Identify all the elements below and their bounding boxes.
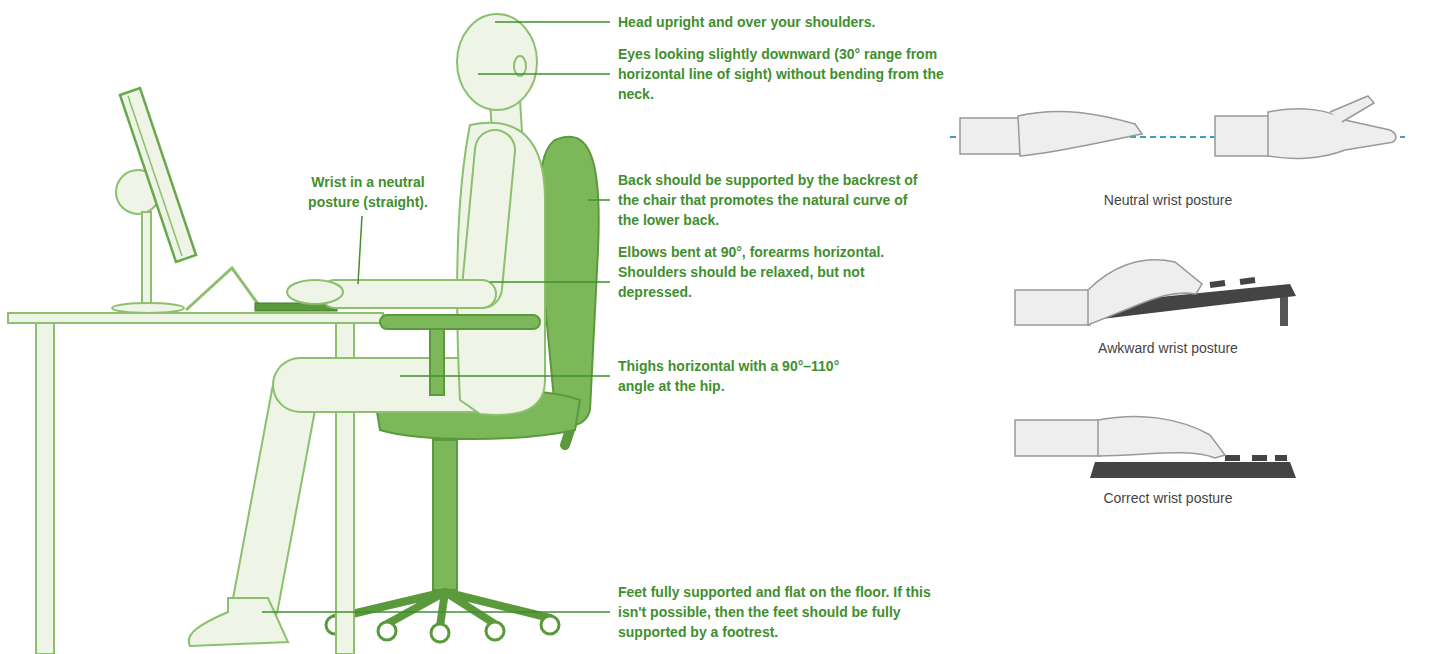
chair-base [335, 592, 550, 626]
hand-side [1018, 111, 1142, 156]
chair-backrest [539, 137, 598, 425]
person-upper-arm [482, 150, 495, 288]
posture-note: Eyes looking slightly downward (30° rang… [618, 44, 948, 104]
hand-straight [1098, 416, 1225, 458]
hand-top [1268, 109, 1396, 159]
forearm [960, 118, 1020, 154]
monitor-edge [128, 96, 182, 256]
wrist-caption: Neutral wrist posture [1068, 190, 1268, 210]
chair-armrest [380, 315, 540, 329]
forearm [1215, 116, 1270, 156]
person-torso [457, 123, 545, 415]
chair-wheel [378, 622, 396, 640]
monitor-screen [120, 88, 196, 262]
document-holder [186, 268, 258, 310]
chair-post [433, 440, 457, 590]
person-ear [514, 56, 526, 76]
desk-leg [36, 323, 54, 654]
desk-top [8, 313, 383, 323]
chair-wheel [431, 624, 449, 642]
person-forearm-outline [335, 279, 482, 309]
leader-line [490, 281, 610, 283]
forearm [1015, 420, 1100, 456]
posture-note: Thighs horizontal with a 90°–110° angle … [618, 356, 848, 396]
leader-line [358, 216, 362, 284]
keyboard-keys [1225, 455, 1287, 461]
posture-note: Back should be supported by the backrest… [618, 170, 928, 230]
hand-bent [1088, 260, 1202, 325]
keyboard-flat [1090, 462, 1296, 478]
person-shin-outline [255, 392, 295, 606]
person-hand [287, 280, 343, 304]
wrist-caption: Correct wrist posture [1068, 488, 1268, 508]
chair-wheel [541, 616, 559, 634]
person-upper-arm-outline [482, 150, 495, 288]
leader-line [588, 199, 610, 201]
leader-line [262, 611, 610, 613]
person-foot [189, 598, 288, 646]
chair-wheel [486, 622, 504, 640]
forearm [1015, 290, 1090, 325]
leader-line [400, 375, 610, 377]
person-head [457, 14, 537, 110]
person-shin [255, 392, 295, 606]
armrest-post [430, 329, 444, 395]
posture-note: Wrist in a neutral posture (straight). [286, 172, 450, 212]
wrist-caption: Awkward wrist posture [1068, 338, 1268, 358]
monitor-base [112, 303, 184, 313]
monitor-pole [142, 212, 151, 304]
posture-note: Feet fully supported and flat on the flo… [618, 582, 948, 642]
person-forearm [335, 281, 482, 307]
posture-note: Elbows bent at 90°, forearms horizontal.… [618, 242, 938, 302]
posture-note: Head upright and over your shoulders. [618, 12, 948, 32]
thumb [1330, 96, 1374, 122]
leader-line [495, 21, 610, 23]
leader-line [478, 73, 610, 75]
